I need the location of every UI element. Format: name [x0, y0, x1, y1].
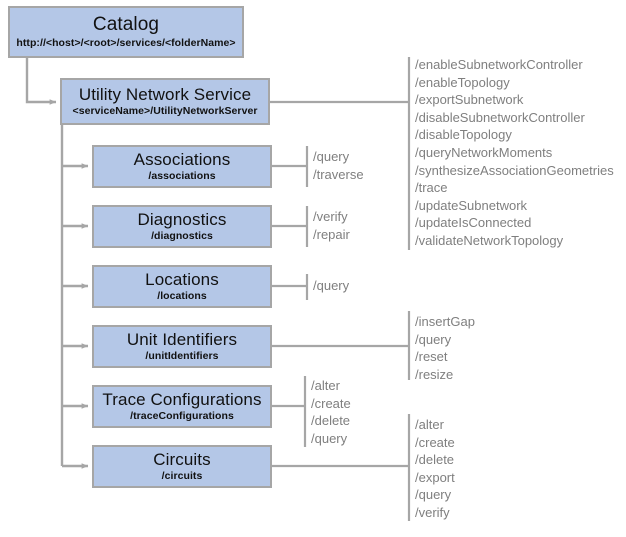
node-catalog[interactable]: Catalog http://<host>/<root>/services/<f…: [8, 6, 244, 58]
operation-item: /validateNetworkTopology: [415, 232, 564, 248]
node-catalog-path: http://<host>/<root>/services/<folderNam…: [16, 36, 236, 49]
operation-item: /export: [415, 469, 455, 485]
node-circuits-path: /circuits: [161, 470, 203, 483]
node-unit-identifiers-title: Unit Identifiers: [126, 329, 238, 349]
operation-item: /query: [313, 149, 350, 164]
operations-utility-network-service: /enableSubnetworkController/enableTopolo…: [415, 56, 614, 250]
operation-item: /resize: [415, 366, 454, 382]
node-utility-network-service-title: Utility Network Service: [78, 84, 252, 104]
node-locations-title: Locations: [145, 269, 219, 289]
node-locations[interactable]: Locations /locations: [92, 265, 272, 308]
operation-item: /create: [311, 395, 351, 411]
operation-item: /delete: [415, 452, 455, 468]
node-diagnostics-title: Diagnostics: [137, 209, 227, 229]
operation-item: /traverse: [313, 166, 364, 182]
operations-unit-identifiers: /insertGap/query/reset/resize: [415, 313, 475, 383]
operation-item: /enableTopology: [415, 74, 510, 90]
operations-associations: /query/traverse: [313, 148, 364, 183]
node-trace-configurations-path: /traceConfigurations: [130, 410, 234, 423]
operation-item: /synthesizeAssociationGeometries: [415, 162, 614, 178]
operation-item: /query: [415, 331, 452, 347]
node-trace-configurations-title: Trace Configurations: [102, 389, 262, 409]
operation-item: /alter: [415, 417, 444, 432]
edge-catalog-to-service: [25, 58, 57, 105]
operation-item: /verify: [313, 209, 348, 224]
node-associations-path: /associations: [148, 170, 216, 183]
operations-diagnostics: /verify/repair: [313, 208, 350, 243]
operations-locations: /query: [313, 277, 349, 295]
node-utility-network-service-path: <serviceName>/UtilityNetworkServer: [72, 105, 258, 118]
operation-item: /delete: [311, 413, 351, 429]
operation-item: /verify: [415, 504, 450, 520]
operations-trace-configurations: /alter/create/delete/query: [311, 377, 351, 447]
operation-item: /alter: [311, 378, 340, 393]
operation-item: /updateIsConnected: [415, 215, 532, 231]
operation-item: /query: [313, 278, 350, 293]
operation-item: /insertGap: [415, 314, 475, 329]
operation-item: /exportSubnetwork: [415, 92, 524, 108]
node-associations[interactable]: Associations /associations: [92, 145, 272, 188]
node-circuits-title: Circuits: [153, 449, 211, 469]
operation-item: /reset: [415, 349, 448, 365]
operation-item: /query: [311, 430, 348, 446]
node-locations-path: /locations: [157, 290, 207, 303]
node-trace-configurations[interactable]: Trace Configurations /traceConfiguration…: [92, 385, 272, 428]
operation-item: /updateSubnetwork: [415, 197, 528, 213]
node-diagnostics[interactable]: Diagnostics /diagnostics: [92, 205, 272, 248]
node-unit-identifiers[interactable]: Unit Identifiers /unitIdentifiers: [92, 325, 272, 368]
operation-item: /repair: [313, 226, 350, 242]
node-diagnostics-path: /diagnostics: [151, 230, 213, 243]
operation-item: /enableSubnetworkController: [415, 57, 583, 72]
operation-item: /create: [415, 434, 455, 450]
node-catalog-title: Catalog: [92, 14, 160, 36]
operation-item: /disableTopology: [415, 127, 512, 143]
node-unit-identifiers-path: /unitIdentifiers: [145, 350, 219, 363]
operations-circuits: /alter/create/delete/export/query/verify: [415, 416, 455, 522]
node-associations-title: Associations: [133, 149, 231, 169]
operation-item: /trace: [415, 180, 448, 196]
node-utility-network-service[interactable]: Utility Network Service <serviceName>/Ut…: [60, 78, 270, 125]
operation-item: /queryNetworkMoments: [415, 144, 553, 160]
operation-item: /disableSubnetworkController: [415, 109, 585, 125]
operation-item: /query: [415, 487, 452, 503]
node-circuits[interactable]: Circuits /circuits: [92, 445, 272, 488]
